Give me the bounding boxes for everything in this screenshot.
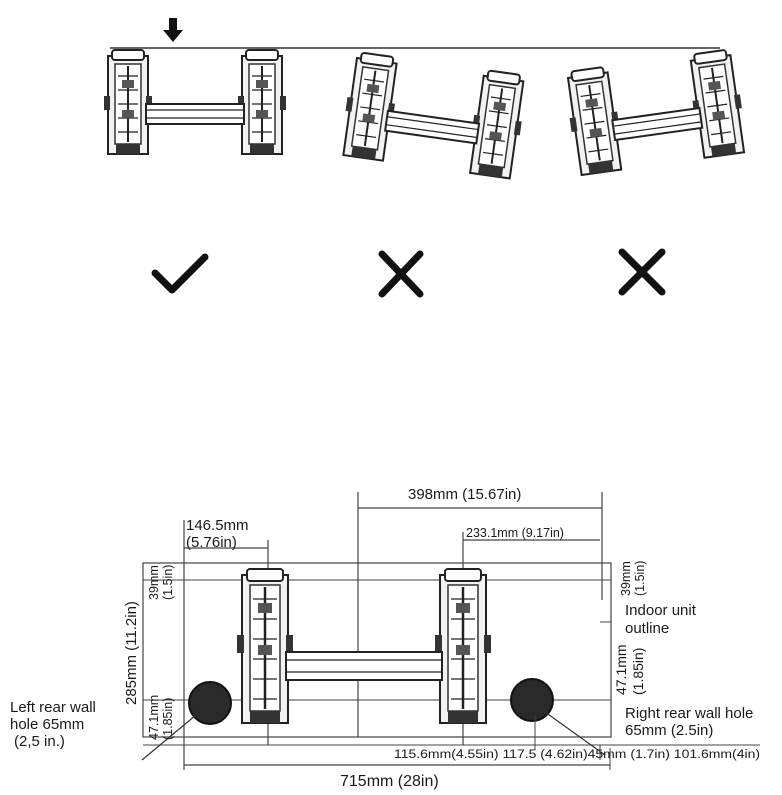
right-hole-label-1: Right rear wall hole: [625, 705, 753, 722]
dim-146-mm: 146.5mm: [186, 517, 249, 534]
dim-285: 285mm (11.2in): [123, 601, 140, 705]
dim-left-47-mm: 47.1mm: [147, 695, 161, 740]
dim-right-47-in: (1.85in): [630, 648, 646, 695]
dim-right-39-mm: 39mm: [619, 561, 633, 596]
dim-left-39-mm: 39mm: [147, 565, 161, 600]
bracket-tilted-1: [338, 50, 530, 180]
dim-233: 233.1mm (9.17in): [466, 526, 564, 540]
left-hole-label-1: Left rear wall: [10, 699, 96, 716]
cross-icon: [378, 250, 424, 298]
dim-left-39-in: (1.5in): [161, 565, 175, 600]
bottom-panel: 398mm (15.67in) 146.5mm (5.76in) 233.1mm…: [10, 486, 760, 790]
check-icon: [151, 253, 209, 294]
left-rear-wall-hole: [188, 681, 232, 725]
dim-bottom-row: 115.6mm(4.55in) 117.5 (4.62in)45mm (1.7i…: [394, 749, 760, 761]
dim-146-in: (5.76in): [186, 534, 237, 551]
top-panel: [103, 18, 750, 298]
bracket-level: [103, 49, 287, 155]
right-rear-wall-hole: [510, 678, 554, 722]
dim-715: 715mm (28in): [340, 773, 439, 790]
dim-right-39-in: (1.5in): [633, 561, 647, 596]
indoor-unit-label-2: outline: [625, 620, 669, 637]
left-hole-label-2: hole 65mm: [10, 716, 84, 733]
dim-left-47-in: (1.85in): [161, 698, 175, 740]
right-hole-label-2: 65mm (2.5in): [625, 722, 713, 739]
down-arrow-icon: [163, 18, 183, 42]
bracket-tilted-2: [562, 47, 750, 177]
indoor-unit-label-1: Indoor unit: [625, 602, 697, 619]
dim-right-47-mm: 47.1mm: [613, 644, 629, 695]
left-hole-label-3: (2,5 in.): [14, 733, 65, 750]
mounting-plate: [235, 567, 493, 725]
cross-icon: [618, 248, 666, 296]
dim-398: 398mm (15.67in): [408, 486, 521, 503]
